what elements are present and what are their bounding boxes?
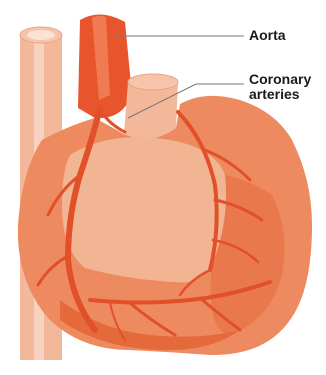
heart <box>18 96 312 355</box>
aorta-label: Aorta <box>249 28 286 43</box>
aorta <box>78 14 132 118</box>
coronary-label-line2: arteries <box>249 87 311 102</box>
coronary-arteries-label: Coronary arteries <box>249 72 311 102</box>
vena-cava-opening-inner <box>27 30 55 40</box>
pulmonary-trunk-opening <box>128 74 178 90</box>
pulmonary-trunk-tube <box>124 82 178 139</box>
coronary-label-line1: Coronary <box>249 72 311 87</box>
